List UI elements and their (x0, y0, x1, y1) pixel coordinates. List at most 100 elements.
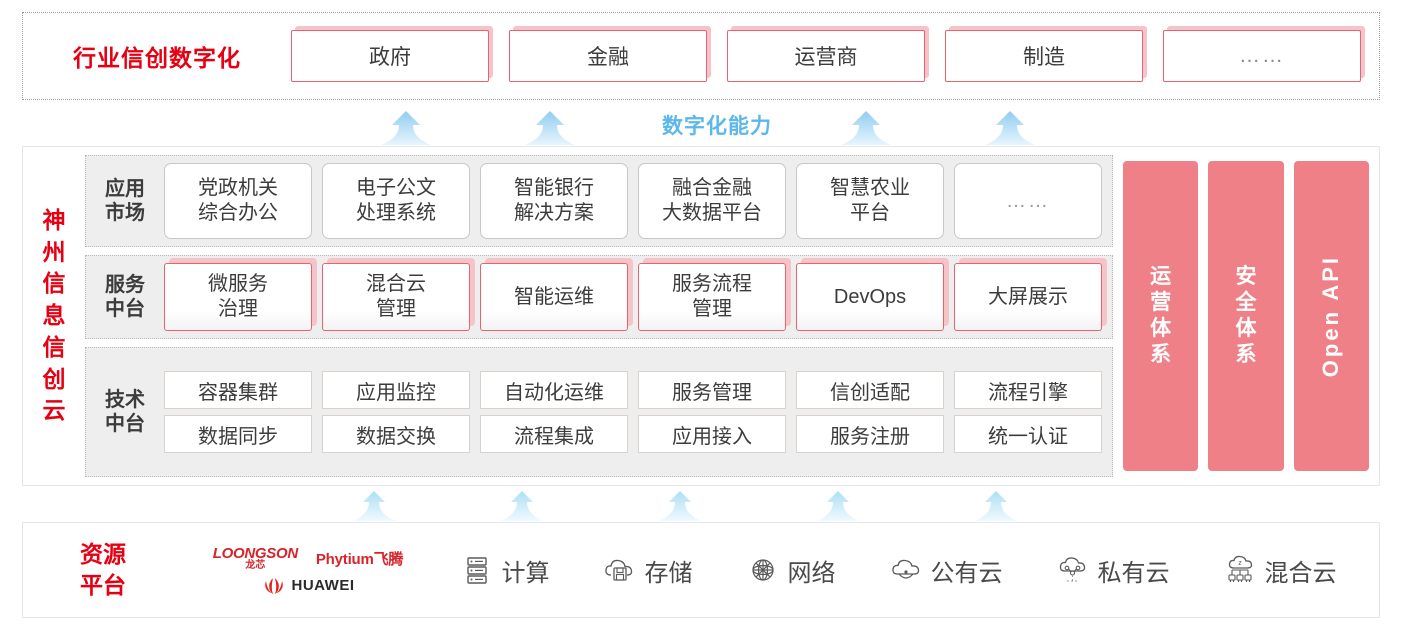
up-arrow-icon (525, 111, 575, 145)
cell-service-process-mgmt[interactable]: 服务流程 管理 (638, 258, 791, 331)
cell-edoc-system[interactable]: 电子公文 处理系统 (322, 163, 470, 239)
cell-line-1: 智慧农业 (830, 177, 910, 199)
pillar-char: 系 (1150, 343, 1172, 367)
private-cloud-icon (1059, 557, 1085, 582)
industry-box-finance[interactable]: 金融 (509, 26, 711, 82)
pillar-open-api[interactable]: Open API (1293, 161, 1369, 471)
resource-item-list: 计算 存储 (433, 553, 1379, 588)
industry-box-more[interactable]: …… (1163, 26, 1365, 82)
pillar-operations-system[interactable]: 运 营 体 系 (1123, 161, 1199, 471)
platform-title-char: 云 (42, 397, 66, 424)
cell-body: DevOps (796, 263, 944, 331)
cloud-storage-icon (604, 559, 632, 581)
cell-more[interactable]: …… (954, 163, 1102, 239)
row-label-service-platform: 服务 中台 (96, 273, 154, 321)
industry-box-label: 金融 (509, 30, 707, 82)
row-label-application-market: 应用 市场 (96, 177, 154, 225)
cell-data-exchange[interactable]: 数据交换 (322, 415, 470, 453)
cell-line-2: 管理 (692, 298, 732, 320)
cell-devops[interactable]: DevOps (796, 258, 949, 331)
cell-body: 智能运维 (480, 263, 628, 331)
resource-title-line: 资源 (80, 540, 126, 567)
cell-body: 微服务 治理 (164, 263, 312, 331)
cell-data-sync[interactable]: 数据同步 (164, 415, 312, 453)
tech-line-2: 数据同步 数据交换 流程集成 应用接入 服务注册 统一认证 (164, 415, 1102, 453)
cell-smart-bank[interactable]: 智能银行 解决方案 (480, 163, 628, 239)
resource-item-label: 计算 (501, 559, 550, 587)
cell-container-cluster[interactable]: 容器集群 (164, 371, 312, 409)
pillar-security-system[interactable]: 安 全 体 系 (1208, 161, 1284, 471)
resource-item-private-cloud[interactable]: 私有云 (1056, 553, 1170, 588)
row-application-market: 应用 市场 党政机关 综合办公 电子公文 处理系统 智能银行 (85, 155, 1113, 247)
cell-gov-office[interactable]: 党政机关 综合办公 (164, 163, 312, 239)
cell-xinchuang-adaptation[interactable]: 信创适配 (796, 371, 944, 409)
row-technical-platform: 技术 中台 容器集群 应用监控 自动化运维 服务管理 信创适配 流程引擎 (85, 347, 1113, 477)
cell-hybrid-cloud-mgmt[interactable]: 混合云 管理 (322, 258, 475, 331)
cell-automated-ops[interactable]: 自动化运维 (480, 371, 628, 409)
platform-block: 神 州 信 息 信 创 云 应用 市场 党政机关 综合办公 (22, 146, 1380, 486)
cell-microservice-governance[interactable]: 微服务 治理 (164, 258, 317, 331)
cell-line-1: 大屏展示 (988, 285, 1068, 308)
pillar-char: 体 (1235, 317, 1257, 340)
pillar-label: 安 全 体 系 (1235, 264, 1256, 369)
row-label-line: 中台 (105, 298, 145, 320)
cell-process-engine[interactable]: 流程引擎 (954, 371, 1102, 409)
platform-pillars: 运 营 体 系 安 全 体 系 Open API (1123, 155, 1369, 477)
cell-line-2: 解决方案 (514, 202, 594, 224)
huawei-logo-text: HUAWEI (291, 577, 355, 594)
tech-cell-stack: 容器集群 应用监控 自动化运维 服务管理 信创适配 流程引擎 数据同步 数据交换… (164, 354, 1102, 470)
cell-line-1: 微服务 (208, 273, 268, 295)
platform-title-char: 息 (42, 302, 66, 329)
resource-item-label: 混合云 (1264, 559, 1337, 587)
cell-fintech-bigdata[interactable]: 融合金融 大数据平台 (638, 163, 786, 239)
vendor-logo-group: LOONGSON 龙芯 Phytium飞腾 HUAWEI (183, 546, 433, 595)
cell-line-1: 服务流程 (672, 273, 752, 295)
platform-rows: 应用 市场 党政机关 综合办公 电子公文 处理系统 智能银行 (85, 155, 1113, 477)
up-arrow-icon (817, 491, 859, 521)
capability-arrow-band: 数字化能力 (22, 106, 1380, 146)
cell-app-access[interactable]: 应用接入 (638, 415, 786, 453)
pillar-char: 安 (1235, 264, 1257, 288)
row-label-line: 市场 (105, 202, 145, 224)
cell-line-2: 管理 (376, 298, 416, 320)
cell-process-integration[interactable]: 流程集成 (480, 415, 628, 453)
resource-item-network[interactable]: 网络 (746, 553, 836, 588)
resource-item-compute[interactable]: 计算 (460, 553, 550, 588)
industry-box-telecom[interactable]: 运营商 (727, 26, 929, 82)
huawei-flower-icon (264, 577, 283, 594)
pillar-char: 系 (1235, 343, 1257, 367)
resource-item-storage[interactable]: 存储 (603, 553, 693, 588)
cell-line-1: 混合云 (366, 273, 426, 295)
industry-box-label: 制造 (945, 30, 1143, 82)
cell-service-mgmt[interactable]: 服务管理 (638, 371, 786, 409)
cell-line-2: 综合办公 (198, 202, 278, 224)
platform-title-char: 创 (42, 365, 66, 392)
industry-box-label: 运营商 (727, 30, 925, 82)
platform-title: 神 州 信 息 信 创 云 (23, 147, 85, 485)
server-icon (466, 557, 487, 584)
cell-line-1: 智能银行 (514, 177, 594, 199)
resource-item-public-cloud[interactable]: 公有云 (889, 553, 1003, 588)
resource-item-label: 网络 (787, 559, 836, 587)
hybrid-cloud-icon: z (1227, 555, 1252, 582)
resource-item-label: 私有云 (1097, 559, 1170, 587)
cell-unified-auth[interactable]: 统一认证 (954, 415, 1102, 453)
cell-app-monitoring[interactable]: 应用监控 (322, 371, 470, 409)
svg-text:z: z (1238, 560, 1242, 567)
cell-intelligent-ops[interactable]: 智能运维 (480, 258, 633, 331)
cell-line-1: 党政机关 (198, 177, 278, 199)
tech-line-1: 容器集群 应用监控 自动化运维 服务管理 信创适配 流程引擎 (164, 371, 1102, 409)
loongson-logo-text: LOONGSON (212, 544, 298, 562)
resource-platform-title: 资源 平台 (23, 539, 183, 601)
pillar-label: 运 营 体 系 (1150, 264, 1171, 369)
pillar-char: 运 (1150, 264, 1172, 288)
resource-item-hybrid-cloud[interactable]: z 混合云 (1223, 553, 1337, 588)
up-arrow-icon (841, 111, 891, 145)
up-arrow-icon (659, 491, 701, 521)
loongson-logo: LOONGSON 龙芯 (213, 546, 298, 571)
industry-box-government[interactable]: 政府 (291, 26, 493, 82)
industry-box-manufacturing[interactable]: 制造 (945, 26, 1147, 82)
cell-smart-agriculture[interactable]: 智慧农业 平台 (796, 163, 944, 239)
cell-service-registry[interactable]: 服务注册 (796, 415, 944, 453)
cell-big-screen-display[interactable]: 大屏展示 (954, 258, 1107, 331)
